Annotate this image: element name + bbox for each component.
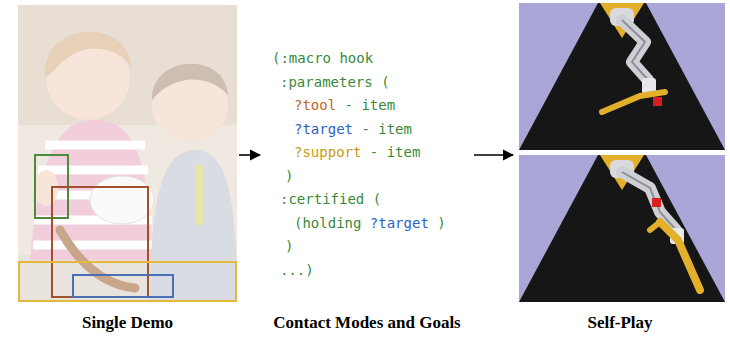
- code-line: (:macro hook: [272, 47, 454, 71]
- code-token: (:macro hook: [272, 50, 373, 66]
- target-cube: [653, 97, 662, 106]
- code-token: - item: [370, 144, 421, 160]
- code-token: - item: [361, 121, 412, 137]
- target-cube: [652, 198, 661, 207]
- robot-arm-edge: [622, 172, 676, 230]
- robot-arm: [622, 172, 676, 230]
- target-bounding-box: [73, 275, 173, 297]
- code-line: :parameters (: [272, 71, 454, 95]
- flow-arrow: [239, 154, 260, 156]
- sim-background: [519, 3, 725, 150]
- code-token: ): [285, 168, 293, 184]
- hook-tool: [660, 222, 700, 290]
- code-token: - item: [345, 97, 396, 113]
- code-line: :certified (: [272, 188, 454, 212]
- photo-background: [18, 5, 237, 302]
- code-token: ?target: [370, 215, 429, 231]
- sim-render-bottom: [519, 155, 725, 302]
- code-token: (holding: [294, 215, 361, 231]
- tool-bounding-box: [52, 187, 148, 297]
- code-token: ...): [280, 262, 314, 278]
- code-token: ?tool: [294, 97, 336, 113]
- panel-caption: Contact Modes and Goals: [262, 313, 472, 333]
- code-token: ?target: [294, 121, 353, 137]
- code-line: ...): [272, 259, 454, 283]
- sim-table: [519, 3, 725, 150]
- panel-caption: Single Demo: [18, 313, 237, 333]
- demo-photo: [18, 5, 237, 302]
- sim-background: [519, 155, 725, 302]
- robot-arm-edge: [622, 20, 648, 80]
- code-line: ?support - item: [272, 141, 454, 165]
- macro-panel: Contact Modes and Goals (:macro hook :para…: [262, 5, 472, 335]
- code-token: ): [437, 215, 445, 231]
- sim-render-top: [519, 3, 725, 150]
- code-line: ): [272, 165, 454, 189]
- macro-code: (:macro hook:parameters (?tool- item?tar…: [272, 47, 454, 282]
- code-line: (holding ?target): [272, 212, 454, 236]
- panel-caption: Self-Play: [515, 313, 725, 333]
- code-token: ): [285, 238, 293, 254]
- photo-fade: [18, 5, 237, 302]
- code-line: ): [272, 235, 454, 259]
- robot-arm: [622, 20, 648, 80]
- self-play-panel: Self-Play: [515, 3, 725, 335]
- hook-tip: [650, 222, 660, 230]
- hook-tool: [602, 92, 665, 112]
- code-token: :parameters (: [280, 74, 390, 90]
- demo-panel: Single Demo: [18, 5, 237, 335]
- support-bounding-box: [19, 262, 236, 301]
- flow-arrow: [474, 154, 513, 156]
- code-line: ?tool - item: [272, 94, 454, 118]
- code-line: ?target - item: [272, 118, 454, 142]
- sim-table: [519, 155, 725, 302]
- code-token: ?support: [294, 144, 361, 160]
- code-token: :certified (: [280, 191, 381, 207]
